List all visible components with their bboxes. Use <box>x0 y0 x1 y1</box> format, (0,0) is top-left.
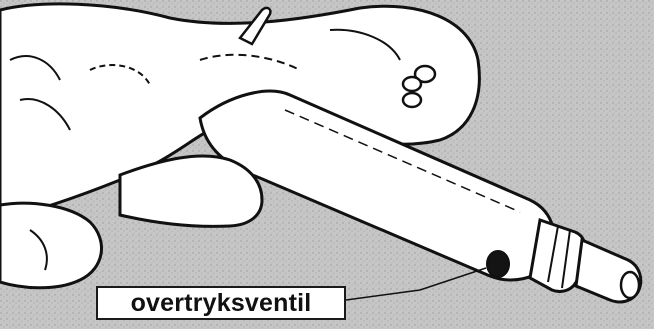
pressure-valve-icon <box>487 251 509 277</box>
nozzle-opening <box>621 272 639 298</box>
callout-label-overtryksventil: overtryksventil <box>96 286 346 320</box>
gun-shaft <box>120 156 262 226</box>
